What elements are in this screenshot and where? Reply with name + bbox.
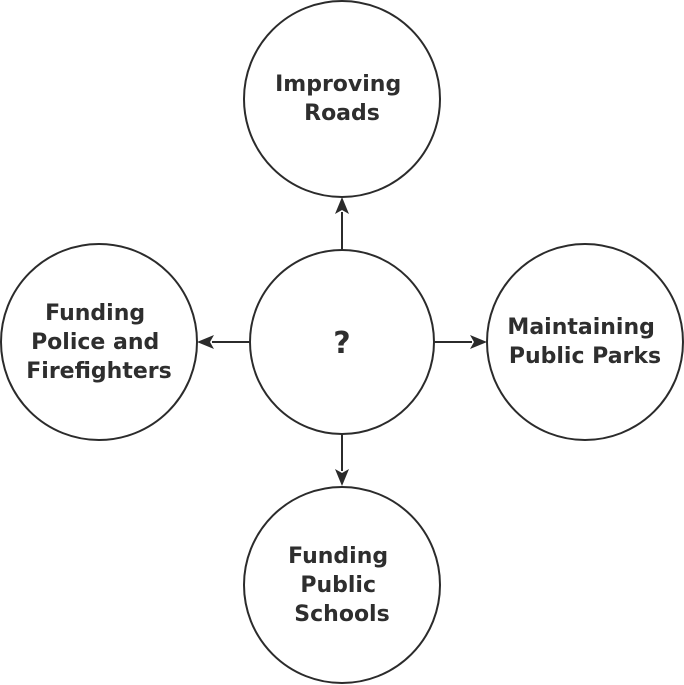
- node-circle-left: [0, 243, 198, 441]
- node-funding-police-and-firefighters: Funding Police and Firefighters: [0, 243, 198, 441]
- node-funding-public-schools: Funding Public Schools: [243, 486, 441, 684]
- node-improving-roads: Improving Roads: [243, 0, 441, 198]
- node-label-right: Maintaining Public Parks: [507, 315, 662, 369]
- center-node: ?: [249, 249, 435, 435]
- arrowhead-bottom: [335, 469, 349, 486]
- connectors: [197, 197, 487, 486]
- node-label-bottom: Funding Public Schools: [288, 544, 396, 627]
- node-label-line: Improving: [275, 72, 401, 97]
- node-label-line: Funding: [288, 544, 388, 569]
- node-label-line: Public Parks: [509, 344, 661, 369]
- node-label-left: Funding Police and Firefighters: [26, 301, 171, 384]
- center-label: ?: [333, 326, 350, 361]
- node-label-line: Police and: [31, 330, 159, 355]
- node-label-line: Roads: [304, 101, 380, 126]
- node-maintaining-public-parks: Maintaining Public Parks: [486, 243, 684, 441]
- arrowhead-top: [335, 197, 349, 214]
- center-circle: [249, 249, 435, 435]
- node-label-top: Improving Roads: [275, 72, 409, 126]
- node-circle-right: [486, 243, 684, 441]
- arrowhead-left: [197, 335, 214, 349]
- node-label-line: Public: [300, 573, 376, 598]
- arrowhead-right: [470, 335, 487, 349]
- node-label-line: Maintaining: [507, 315, 654, 340]
- node-label-line: Schools: [294, 602, 389, 627]
- node-label-line: Funding: [45, 301, 145, 326]
- node-circle-top: [243, 0, 441, 198]
- node-label-line: Firefighters: [26, 359, 171, 384]
- node-circle-bottom: [243, 486, 441, 684]
